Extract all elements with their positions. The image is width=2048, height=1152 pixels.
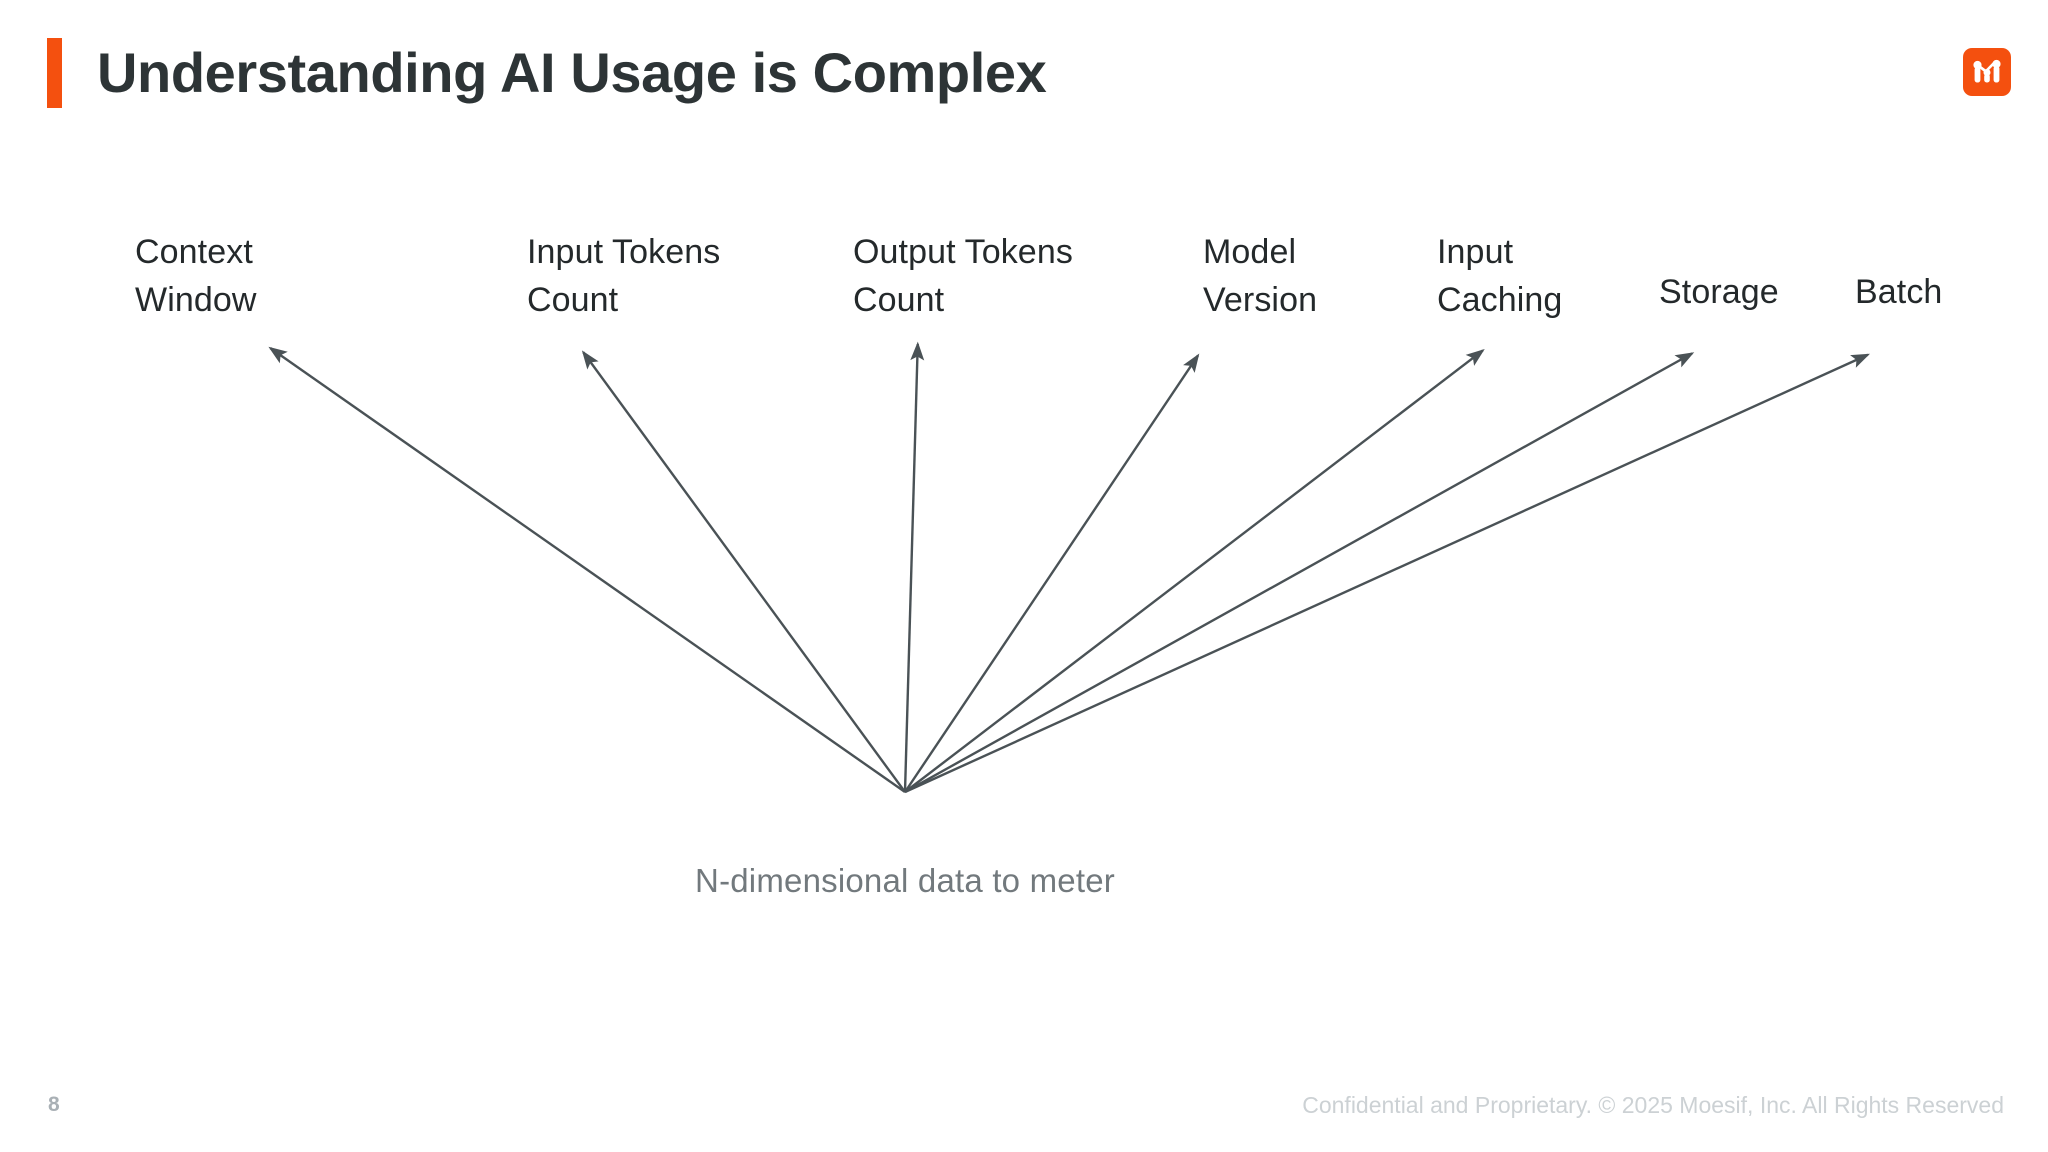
footer-confidentiality-note: Confidential and Proprietary. © 2025 Moe… <box>1302 1092 2004 1118</box>
moesif-logo-icon <box>1963 48 2011 96</box>
title-accent-bar <box>47 38 62 108</box>
dimension-label: Output Tokens Count <box>853 233 1073 319</box>
page-title: Understanding AI Usage is Complex <box>97 41 1047 104</box>
dimension-label: Context Window <box>135 233 257 319</box>
dimension-arrow <box>904 353 1200 793</box>
dimension-arrow <box>581 350 906 793</box>
dimension-arrow <box>904 352 1695 794</box>
dimension-arrow <box>268 346 906 793</box>
dimension-label: Input Caching <box>1437 233 1563 319</box>
dimension-label: Model Version <box>1203 233 1318 319</box>
dimension-label: Input Tokens Count <box>527 233 721 319</box>
dimension-arrow <box>903 341 925 793</box>
dimension-arrow <box>904 349 1485 793</box>
diagram-caption: N-dimensional data to meter <box>695 862 1115 899</box>
slide-number: 8 <box>48 1093 60 1116</box>
dimension-label: Batch <box>1855 273 1943 311</box>
dimension-label: Storage <box>1659 273 1779 311</box>
dimension-arrow <box>904 353 1870 794</box>
